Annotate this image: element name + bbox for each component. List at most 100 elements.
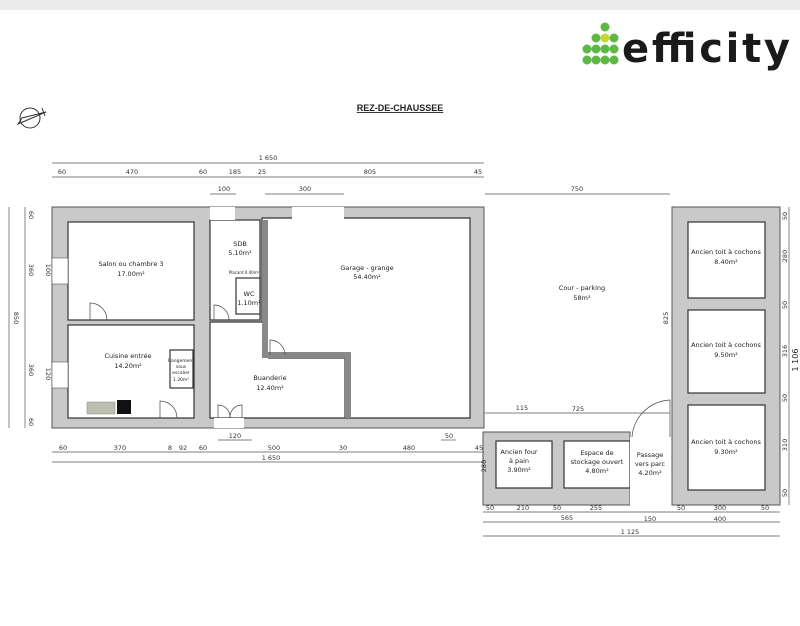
room-rangement: [169, 349, 194, 389]
logo-text: efficity: [622, 26, 790, 72]
passage-label-2: vers parc: [635, 460, 666, 468]
stockage-label: Espace de: [580, 449, 613, 457]
four-label: Ancien four: [500, 448, 538, 456]
room-stockage: [563, 440, 631, 489]
salon-label: Salon ou chambre 3: [98, 260, 163, 268]
cour-label: Cour - parking: [559, 284, 605, 292]
room-salon: [67, 221, 195, 321]
rangement-area: 1.30m²: [173, 377, 189, 383]
dim-bottom: 60: [59, 444, 67, 452]
sdb-label: SDB: [233, 240, 247, 248]
cochons-1-label: Ancien toit à cochons: [691, 248, 761, 256]
dim-bottom: 480: [403, 444, 415, 452]
rangement-label-2: sous: [176, 365, 187, 370]
garage-label: Garage - grange: [340, 264, 393, 272]
dim-annex-bottom2: 400: [714, 515, 726, 523]
cuisine-label: Cuisine entrée: [104, 352, 151, 360]
dim-annex-bottom: 210: [517, 504, 529, 512]
dim-right: 280: [781, 250, 789, 262]
dim-cour-bottom: 115: [516, 404, 528, 412]
dim-bottom: 45: [475, 444, 483, 452]
dim-bottom: 30: [339, 444, 347, 452]
dim-left-total: 850: [12, 312, 20, 324]
dim-top2: 100: [218, 185, 230, 193]
passage-label: Passage: [637, 451, 664, 459]
cochons-2-area: 9.50m²: [714, 351, 738, 359]
cour-area: 58m²: [573, 294, 591, 302]
dim-annex-bottom2: 150: [644, 515, 656, 523]
dim-top: 25: [258, 168, 266, 176]
dim-left-door: 100: [44, 264, 52, 276]
dim-bottom1: 120: [229, 432, 241, 440]
room-cochons-3: [687, 404, 766, 491]
door-arcs: [89, 302, 286, 419]
passage-area: 4.20m²: [638, 469, 662, 477]
dim-annex-bottom2: 565: [561, 514, 573, 522]
dim-bottom: 92: [179, 444, 187, 452]
dim-annex-bottom: 255: [590, 504, 602, 512]
four-label-2: à pain: [509, 457, 529, 465]
dim-left: 60: [27, 211, 35, 219]
dim-top2: 300: [299, 185, 311, 193]
stockage-area: 4.80m²: [585, 467, 609, 475]
dim-right: 50: [781, 301, 789, 309]
dim-right: 50: [781, 212, 789, 220]
four-area: 3.90m²: [507, 466, 531, 474]
dim-top: 470: [126, 168, 138, 176]
dim-annex-bottom: 50: [761, 504, 769, 512]
dim-left: 60: [27, 418, 35, 426]
passage-door: [631, 399, 671, 438]
dim-annex-bottom: 300: [714, 504, 726, 512]
dim-top: 45: [474, 168, 482, 176]
cuisine-area: 14.20m²: [114, 362, 142, 370]
dim-cour-bottom: 725: [572, 405, 584, 413]
room-wc: [235, 277, 261, 315]
garage-inner-wall: [262, 220, 351, 418]
dim-bottom: 500: [268, 444, 280, 452]
sdb-window: [210, 207, 235, 220]
dim-left: 360: [27, 264, 35, 276]
dim-annex-depth: 280: [480, 460, 488, 472]
dim-top: 60: [58, 168, 66, 176]
dim-top-total: 1 650: [259, 154, 278, 162]
cochons-3-area: 9.30m²: [714, 448, 738, 456]
dim-bottom: 60: [199, 444, 207, 452]
cochons-2-label: Ancien toit à cochons: [691, 341, 761, 349]
buanderie-area: 12.40m²: [256, 384, 284, 392]
top-bar: [0, 0, 800, 10]
dim-annex-bottom: 50: [486, 504, 494, 512]
salon-window: [51, 257, 69, 285]
dim-right: 316: [781, 345, 789, 357]
dimension-lines: [8, 162, 790, 537]
dim-annex-total: 1 125: [621, 528, 640, 536]
rangement-label-3: escalier: [172, 370, 190, 376]
efficity-logo: efficity: [582, 22, 790, 72]
wc-area: 1.10m²: [237, 299, 261, 307]
north-arrow-icon: [16, 107, 47, 129]
dim-top: 185: [229, 168, 241, 176]
garage-window: [292, 207, 344, 220]
dim-bottom-total: 1 650: [262, 454, 281, 462]
wc-label: WC: [244, 290, 255, 298]
dim-right-total: 1 106: [791, 349, 800, 372]
room-cochons-1: [687, 221, 766, 299]
dim-left: 360: [27, 364, 35, 376]
dim-top: 805: [364, 168, 376, 176]
dim-left-door: 120: [44, 368, 52, 380]
cuisine-window: [51, 361, 69, 389]
dimension-labels: 1 650 60 470 60 185 25 805 45 100 300 75…: [12, 154, 800, 536]
cochons-1-area: 8.40m²: [714, 258, 738, 266]
dim-cour-depth: 825: [662, 312, 670, 324]
dim-bottom1: 50: [445, 432, 453, 440]
dim-annex-bottom: 50: [677, 504, 685, 512]
garage-area: 54.40m²: [353, 273, 381, 281]
dim-cour-width: 750: [571, 185, 583, 193]
dim-right: 50: [781, 489, 789, 497]
dim-bottom: 370: [114, 444, 126, 452]
rangement-label: Rangement: [168, 358, 194, 364]
buanderie-door[interactable]: [214, 418, 244, 428]
sdb-area: 5.10m²: [228, 249, 252, 257]
buanderie-label: Buanderie: [253, 374, 286, 382]
dim-top: 60: [199, 168, 207, 176]
